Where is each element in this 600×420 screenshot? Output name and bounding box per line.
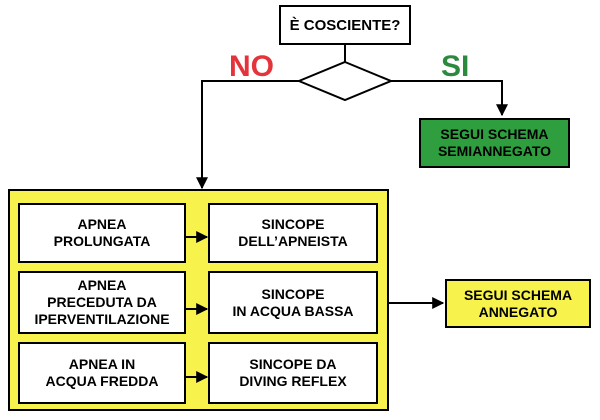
connector-no [196,80,299,190]
connector-yes [391,80,508,117]
result-semiannegato-box: SEGUI SCHEMA SEMIANNEGATO [419,118,570,168]
result-annegato-box: SEGUI SCHEMA ANNEGATO [445,279,591,328]
question-box: È COSCIENTE? [279,5,411,45]
cause-box: APNEA IN ACQUA FREDDA [18,342,186,404]
effect-box: SINCOPE DELL’APNEISTA [208,203,378,263]
decision-diamond [296,60,394,102]
cause-box: APNEA PRECEDUTA DA IPERVENTILAZIONE [18,271,186,334]
yes-label: SI [441,50,470,83]
effect-box: SINCOPE IN ACQUA BASSA [208,271,378,334]
no-label: NO [229,50,274,83]
cause-box: APNEA PROLUNGATA [18,203,186,263]
effect-box: SINCOPE DA DIVING REFLEX [208,342,378,404]
